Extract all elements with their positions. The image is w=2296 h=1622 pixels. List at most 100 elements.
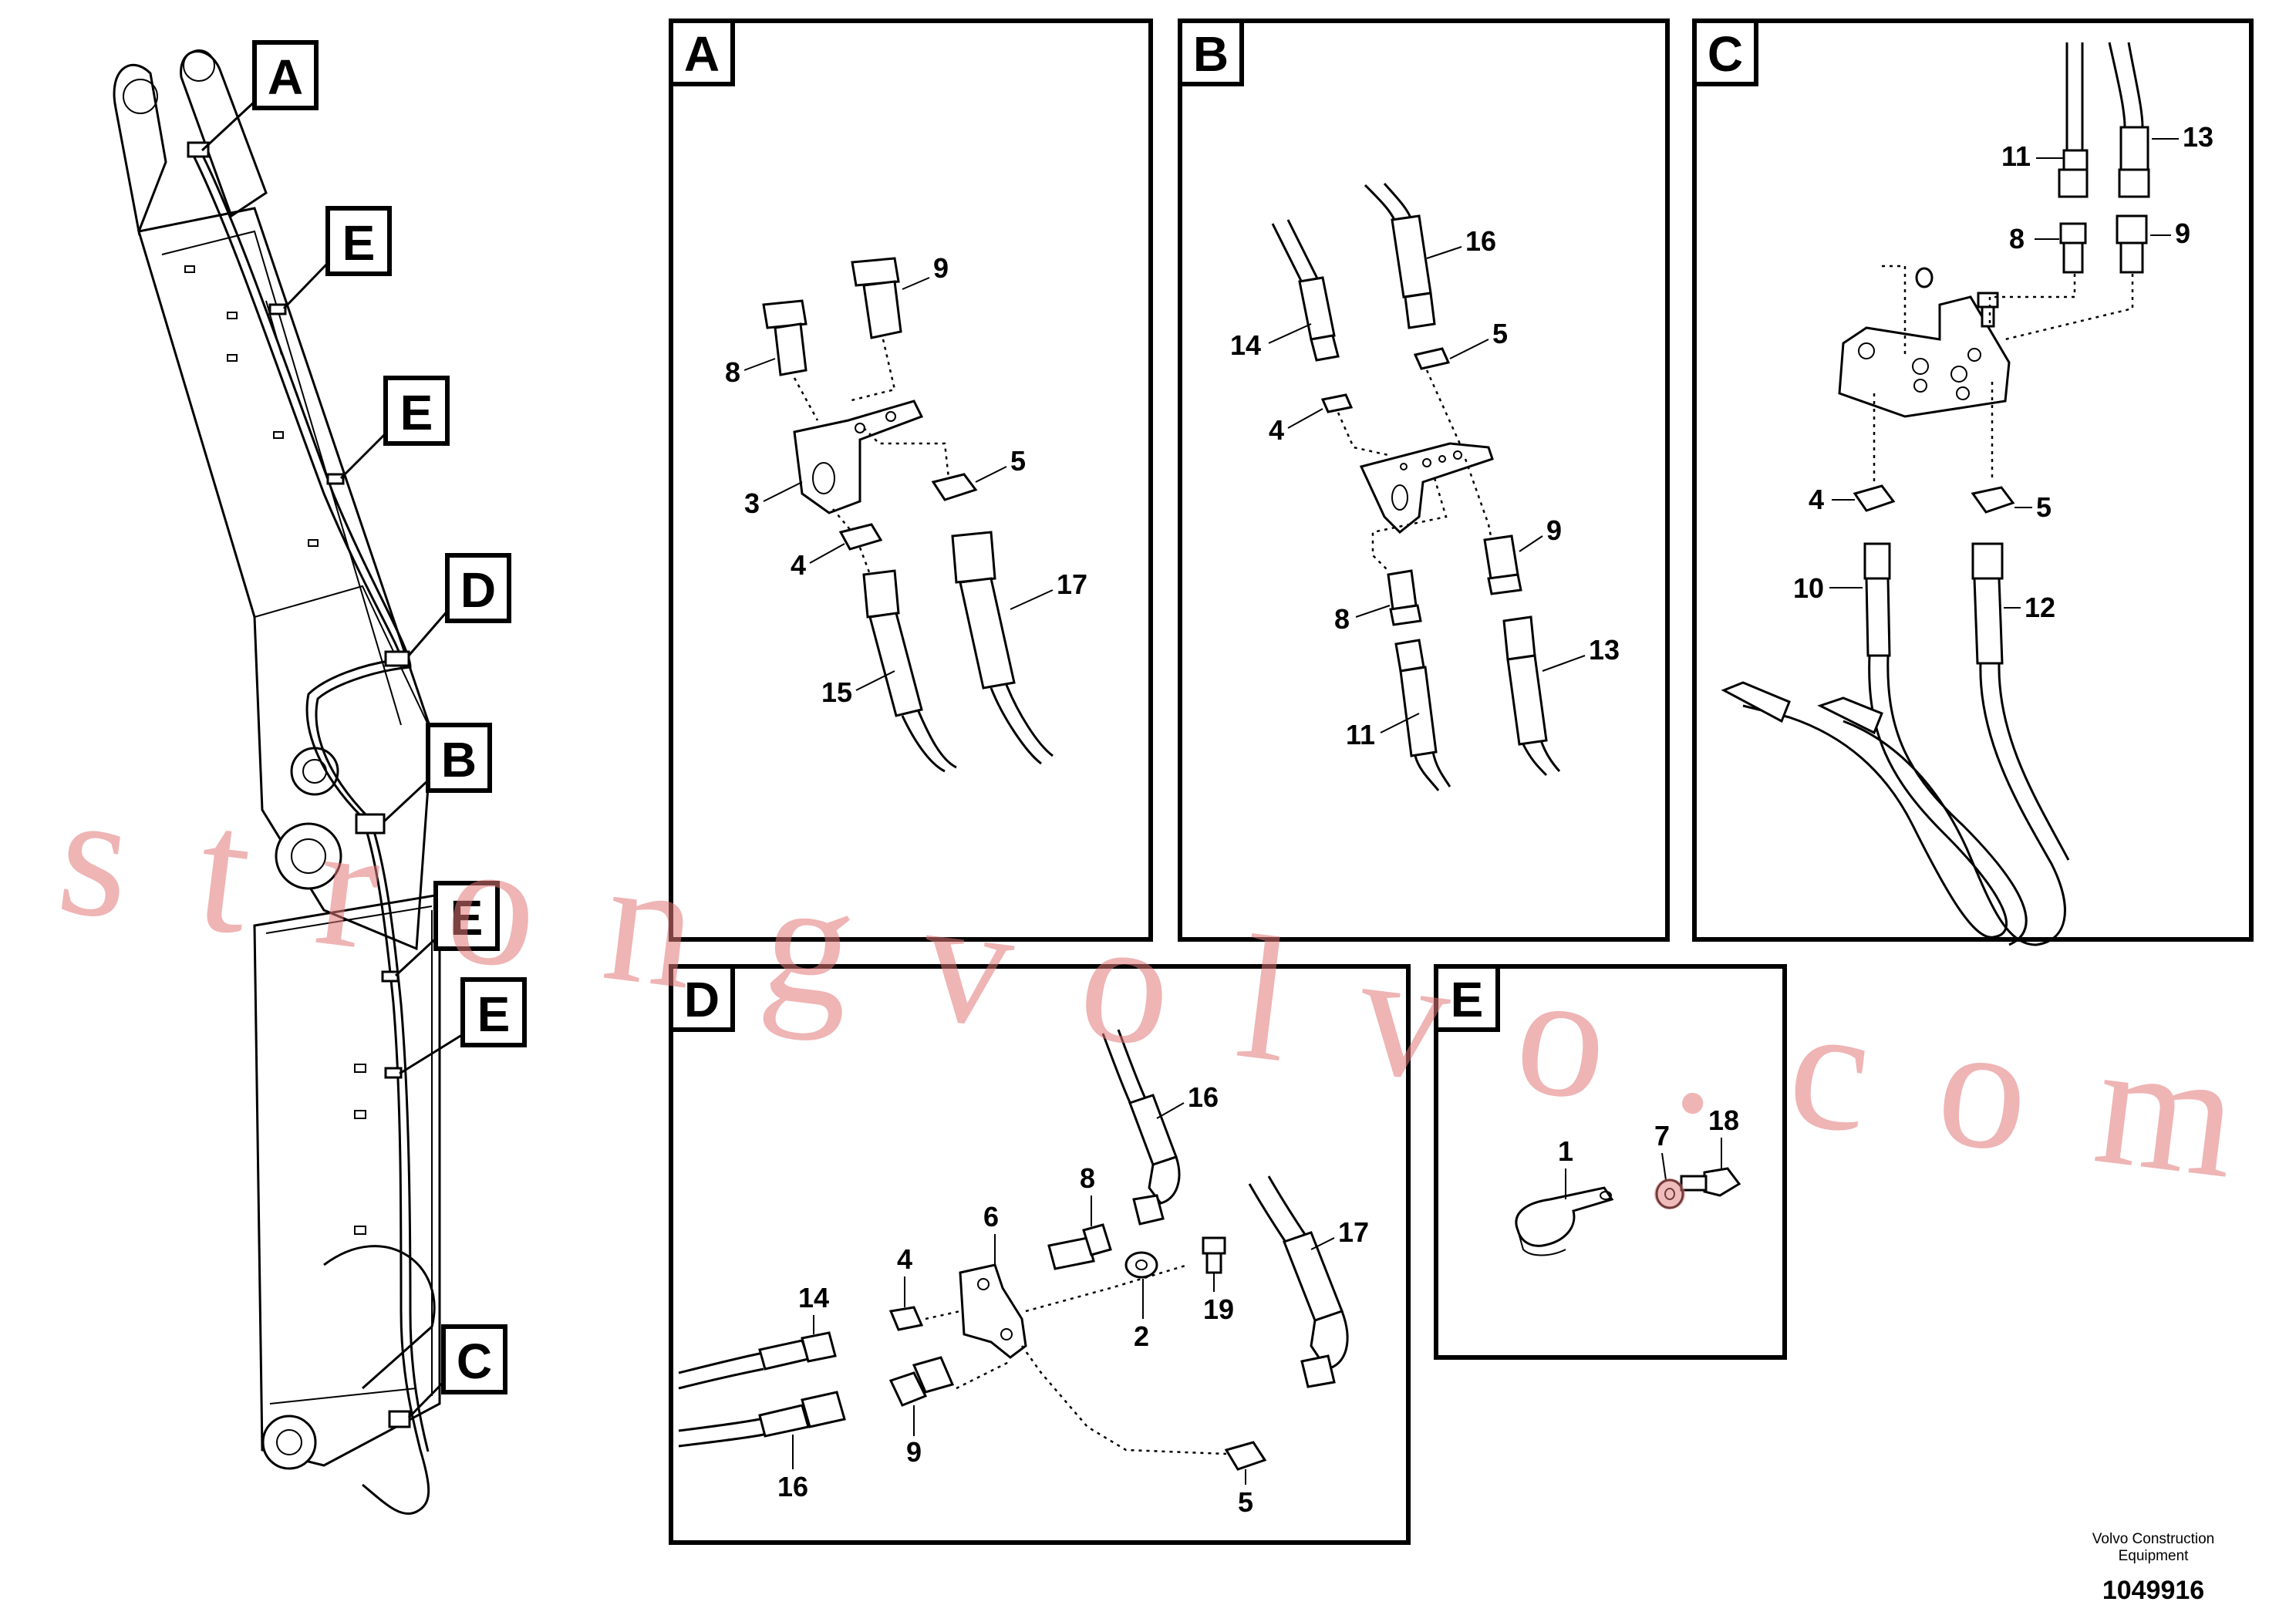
callout-C[interactable]: C [407,1324,507,1419]
svg-text:5: 5 [2036,491,2052,523]
svg-text:10: 10 [1793,572,1824,604]
callout-D[interactable]: D [407,553,511,656]
nipple-icon [1047,1223,1112,1270]
svg-text:9: 9 [2175,218,2190,249]
svg-text:4: 4 [791,549,806,581]
svg-text:8: 8 [1334,603,1350,635]
svg-text:11: 11 [2001,140,2031,172]
detail-panel-E[interactable]: E 1 7 18 [1434,964,1787,1360]
callout-A[interactable]: A [201,40,319,152]
svg-text:9: 9 [906,1436,922,1468]
svg-text:A: A [684,26,720,82]
drawing-number: 1049916 [2102,1576,2205,1605]
svg-text:5: 5 [1492,318,1508,349]
svg-text:8: 8 [2009,223,2025,255]
hose-icon [2058,42,2089,198]
svg-text:13: 13 [2183,121,2213,153]
svg-text:14: 14 [798,1282,829,1313]
svg-text:8: 8 [1080,1162,1095,1194]
svg-text:17: 17 [1338,1216,1369,1248]
arm-overview [113,49,441,1516]
svg-text:13: 13 [1589,634,1620,666]
svg-text:11: 11 [1346,719,1375,750]
watermark-dot [1654,1179,1685,1209]
callout-B[interactable]: B [383,723,492,823]
svg-text:8: 8 [725,356,740,388]
svg-text:18: 18 [1708,1104,1739,1136]
svg-text:E: E [477,986,511,1042]
nut-icon [1224,1441,1267,1471]
nipple-icon [2059,222,2087,274]
nut-icon [1413,347,1451,370]
svg-text:E: E [450,890,484,946]
hose-icon [1364,183,1436,329]
brand-line1: Volvo Construction [2092,1531,2215,1547]
detail-panel-D[interactable]: D [669,964,1411,1545]
clamp-icon [1515,1186,1614,1256]
brand-line2: Equipment [2118,1548,2189,1564]
nipple-icon [1387,569,1422,626]
hose-icon [2108,42,2150,198]
detail-panel-B[interactable]: B [1178,19,1670,942]
svg-text:3: 3 [744,487,760,519]
svg-text:15: 15 [821,676,852,708]
nipple-icon [1483,534,1522,595]
hose-icon [862,569,957,773]
bracket-icon [959,1263,1027,1359]
svg-text:9: 9 [933,252,949,284]
svg-text:D: D [460,562,496,618]
svg-text:2: 2 [1134,1320,1149,1352]
svg-text:C: C [457,1334,492,1389]
svg-text:D: D [684,972,720,1027]
svg-text:5: 5 [1010,445,1026,477]
callout-E-2[interactable]: E [339,376,450,480]
nipple-icon [762,299,807,376]
svg-text:B: B [441,732,477,787]
detail-panel-A[interactable]: A [669,19,1153,942]
svg-text:E: E [342,215,376,271]
hose-icon [678,1391,846,1448]
svg-text:19: 19 [1203,1293,1234,1325]
hose-icon [1394,639,1451,791]
callout-E-1[interactable]: E [282,206,392,310]
nipple-icon [2116,214,2148,274]
svg-text:12: 12 [2025,592,2055,623]
svg-text:9: 9 [1546,514,1562,546]
svg-text:16: 16 [777,1471,808,1502]
svg-text:6: 6 [983,1201,999,1233]
svg-text:17: 17 [1057,568,1087,600]
washer-icon [1915,267,1934,288]
svg-text:14: 14 [1230,329,1261,361]
overview-callouts: A E E D B E E [201,40,527,1419]
washer-icon [1124,1251,1158,1279]
nipple-icon [851,257,902,339]
svg-text:B: B [1193,26,1229,82]
svg-text:A: A [268,49,303,105]
hose-icon [1721,542,2028,946]
svg-text:4: 4 [897,1243,912,1275]
bracket-icon [1359,442,1494,534]
nipple-icon [888,1356,955,1407]
detail-panel-C[interactable]: C [1692,19,2254,946]
nut-icon [888,1306,924,1331]
footer-brand: Volvo Construction Equipment 1049916 [2065,1531,2242,1606]
nut-icon [1320,393,1354,413]
callout-E-4[interactable]: E [399,977,527,1075]
bracket-icon [793,400,924,514]
hose-icon [678,1331,837,1390]
svg-text:E: E [400,385,433,440]
svg-text:E: E [1451,972,1484,1027]
hose-icon [1817,542,2070,946]
svg-text:4: 4 [1269,414,1284,446]
svg-text:7: 7 [1654,1120,1670,1152]
callout-E-3[interactable]: E [394,881,500,977]
hose-icon [1502,615,1561,777]
bolt-icon [1680,1167,1741,1197]
hose-icon [1271,219,1340,362]
hose-icon [951,531,1054,765]
bolt-icon [1977,292,1999,328]
svg-text:5: 5 [1238,1486,1253,1518]
nut-icon [931,473,978,501]
bolt-icon [1202,1236,1226,1274]
